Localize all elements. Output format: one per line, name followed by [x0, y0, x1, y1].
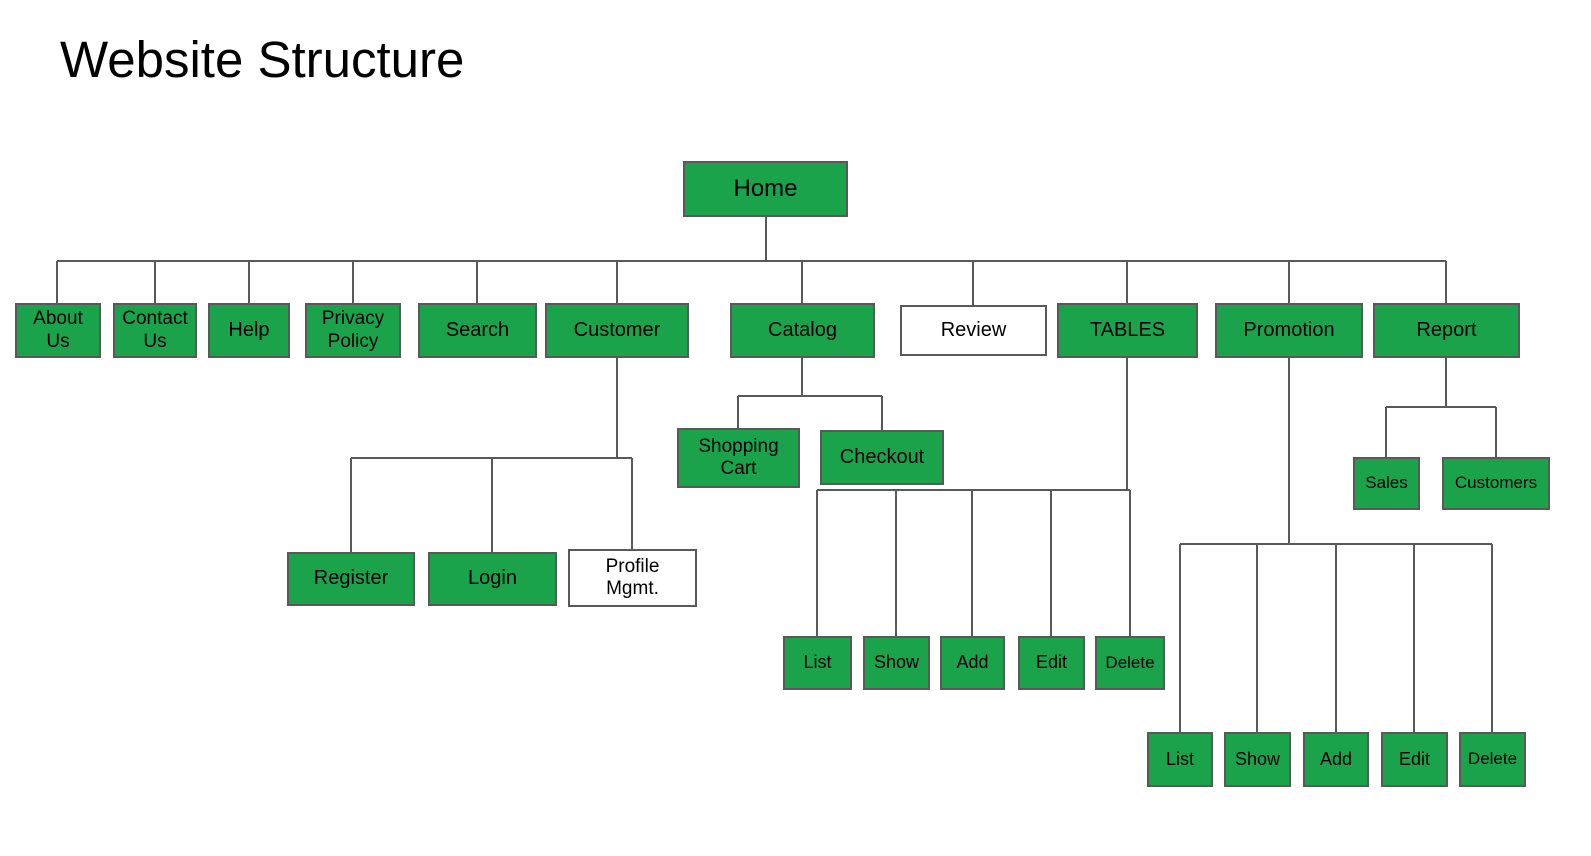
node-label-tables-delete: Delete [1105, 652, 1155, 672]
node-label-tables: TABLES [1089, 318, 1166, 341]
diagram-node-help: Help [208, 303, 290, 358]
page-title: Website Structure [60, 31, 465, 88]
node-label-sales: Sales [1365, 473, 1408, 493]
node-label-tables-edit: Edit [1035, 652, 1068, 673]
diagram-node-home: Home [683, 161, 848, 217]
node-label-login: Login [468, 567, 517, 590]
node-label-tables-add: Add [956, 652, 989, 673]
node-label-privacy-policy: Privacy Policy [321, 308, 385, 352]
node-label-contact-us: Contact Us [122, 308, 188, 352]
node-label-customers: Customers [1454, 473, 1538, 493]
diagram-node-customers: Customers [1442, 457, 1550, 510]
node-label-catalog: Catalog [768, 318, 837, 341]
diagram-node-about-us: About Us [15, 303, 101, 358]
diagram-node-tables-add: Add [940, 636, 1005, 690]
node-label-promo-list: List [1165, 748, 1194, 769]
node-label-home: Home [733, 174, 798, 202]
node-label-promotion: Promotion [1243, 318, 1335, 341]
node-label-register: Register [313, 567, 389, 590]
node-label-shopping-cart: Shopping Cart [698, 435, 779, 479]
diagram-node-profile-mgmt: Profile Mgmt. [568, 549, 697, 607]
node-label-promo-add: Add [1319, 748, 1353, 769]
node-label-checkout: Checkout [839, 445, 925, 468]
diagram-node-review: Review [900, 305, 1047, 356]
node-label-about-us: About Us [33, 308, 83, 352]
diagram-node-catalog: Catalog [730, 303, 875, 358]
diagram-node-report: Report [1373, 303, 1520, 358]
diagram-node-contact-us: Contact Us [113, 303, 197, 358]
node-label-customer: Customer [573, 318, 661, 341]
diagram-node-register: Register [287, 552, 415, 606]
diagram-node-tables: TABLES [1057, 303, 1198, 358]
node-label-tables-show: Show [873, 652, 920, 673]
node-label-review: Review [940, 318, 1007, 341]
diagram-node-search: Search [418, 303, 537, 358]
diagram-node-promo-show: Show [1224, 732, 1291, 787]
diagram-node-promo-edit: Edit [1381, 732, 1448, 787]
diagram-node-login: Login [428, 552, 557, 606]
node-label-promo-edit: Edit [1398, 748, 1431, 769]
node-label-report: Report [1416, 318, 1477, 341]
diagram-node-promo-delete: Delete [1459, 732, 1526, 787]
diagram-node-customer: Customer [545, 303, 689, 358]
diagram-node-checkout: Checkout [820, 430, 944, 485]
diagram-node-sales: Sales [1353, 457, 1420, 510]
diagram-node-promo-add: Add [1303, 732, 1369, 787]
diagram-node-tables-delete: Delete [1095, 636, 1165, 690]
diagram-node-tables-show: Show [863, 636, 930, 690]
diagram-node-promotion: Promotion [1215, 303, 1363, 358]
diagram-node-tables-list: List [783, 636, 852, 690]
diagram-node-promo-list: List [1147, 732, 1213, 787]
diagram-node-privacy-policy: Privacy Policy [305, 303, 401, 358]
diagram-node-shopping-cart: Shopping Cart [677, 428, 800, 488]
node-label-tables-list: List [803, 652, 832, 673]
node-label-search: Search [445, 318, 510, 341]
node-label-profile-mgmt: Profile Mgmt. [605, 555, 660, 599]
node-label-help: Help [228, 318, 270, 341]
node-label-promo-show: Show [1234, 748, 1281, 769]
node-label-promo-delete: Delete [1467, 749, 1518, 769]
diagram-node-tables-edit: Edit [1018, 636, 1085, 690]
